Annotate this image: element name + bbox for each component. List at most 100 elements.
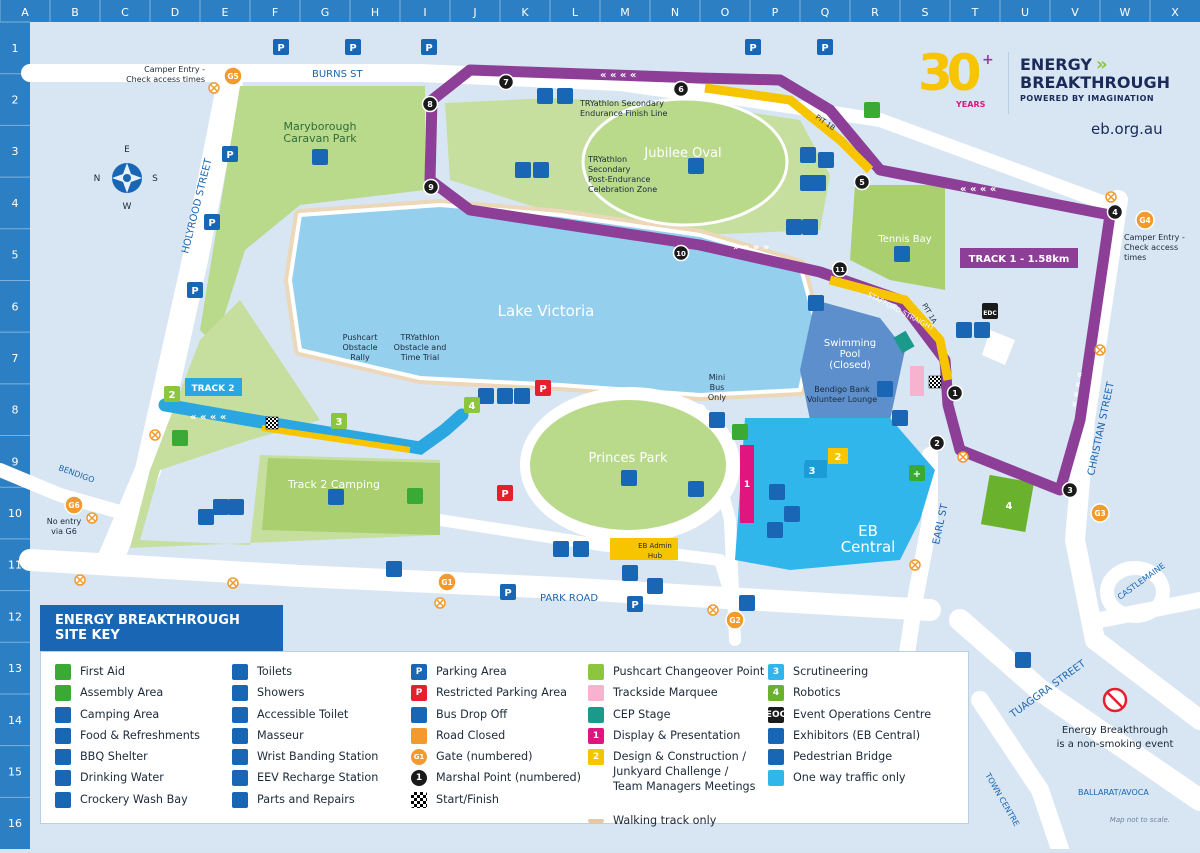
grid-column-a: A (21, 6, 29, 19)
recharge-icon (232, 770, 248, 787)
marshal-icon: 1 (411, 770, 427, 787)
amenity-icon (386, 561, 402, 577)
key-label: Drinking Water (80, 771, 164, 785)
road-closed-icon (227, 577, 239, 589)
gate-g5: G5 (223, 66, 243, 86)
amenity-icon (478, 388, 494, 404)
key-label: Pedestrian Bridge (793, 750, 893, 764)
checkered-flag-icon (928, 375, 942, 389)
marshal-point-2: 2 (928, 434, 946, 452)
grid-row-13: 13 (8, 662, 22, 675)
scrutineering-icon: 3 (768, 664, 784, 680)
assembly-icon (407, 488, 423, 504)
key-label: Road Closed (436, 728, 506, 742)
lake-label: Lake Victoria (498, 302, 595, 320)
stage-icon (588, 706, 604, 723)
marshal-point-9: 9 (422, 178, 440, 196)
amenity-icon (557, 88, 573, 104)
display-site-number: 1 (744, 480, 750, 490)
parking-icon: P (411, 664, 427, 680)
svg-text:« « « «: « « « « (960, 184, 996, 195)
compass-w: W (123, 202, 132, 212)
grid-column-u: U (1021, 6, 1029, 19)
trackside-marquee (910, 366, 924, 396)
edc-icon: EDC (982, 303, 998, 319)
grid-column-q: Q (821, 6, 830, 19)
grid-row-11: 11 (8, 559, 22, 572)
marquee-icon (588, 685, 604, 702)
amenity-icon (877, 381, 893, 397)
amenity-icon (688, 158, 704, 174)
track1-label: TRACK 1 - 1.58km (969, 254, 1070, 265)
grid-column-e: E (222, 6, 229, 19)
grid-row-4: 4 (12, 197, 19, 210)
brand-url[interactable]: eb.org.au (1091, 120, 1163, 138)
amenity-icon (767, 522, 783, 538)
grid-row-9: 9 (12, 455, 19, 468)
gate-icon: G1 (411, 749, 427, 766)
svg-text:5: 5 (859, 178, 865, 187)
key-label: EEV Recharge Station (257, 771, 379, 785)
marshal-point-3: 3 (1061, 481, 1079, 499)
eb-admin-hub (610, 538, 678, 560)
amenity-icon (739, 595, 755, 611)
grid-column-w: W (1120, 6, 1131, 19)
site-key-title-line2: SITE KEY (55, 628, 120, 643)
pushcart-changeover-icon: 2 (164, 386, 180, 402)
assembly-icon (55, 685, 71, 702)
key-item: Pushcart Changeover Point (588, 664, 764, 685)
svg-text:2: 2 (835, 452, 842, 463)
key-item: Toilets (232, 664, 378, 685)
svg-text:G5: G5 (227, 72, 238, 81)
princes-label: Princes Park (589, 451, 668, 466)
parking-icon: P (187, 282, 203, 298)
road-closed-icon (86, 512, 98, 524)
key-item: P Parking Area (411, 664, 581, 685)
amenity-icon (818, 152, 834, 168)
brand-tagline: POWERED BY IMAGINATION (1020, 94, 1155, 103)
grid-column-g: G (321, 6, 330, 19)
key-label: Parking Area (436, 665, 507, 678)
key-label: Wrist Banding Station (257, 750, 379, 764)
gate-g6: G6 (64, 495, 84, 515)
svg-text:« « « «: « « « « (600, 70, 636, 81)
road-closed-icon (1094, 344, 1106, 356)
robotics-site-marker: 4 (1001, 497, 1017, 513)
grid-column-d: D (171, 6, 179, 19)
svg-text:4: 4 (469, 401, 476, 412)
grid-column-r: R (871, 6, 879, 19)
amenity-icon (800, 147, 816, 163)
grid-row-2: 2 (12, 94, 19, 107)
marshal-point-10: 10 (672, 244, 690, 262)
burns-street-label: BURNS ST (312, 69, 363, 80)
bendigo-road (0, 463, 127, 519)
key-label: Display & Presentation (613, 728, 741, 742)
key-item: Road Closed (411, 727, 581, 749)
key-label: One way traffic only (793, 771, 906, 785)
track2-camping-label: Track 2 Camping (287, 478, 380, 491)
svg-text:7: 7 (503, 78, 509, 87)
road-closed-icon (74, 574, 86, 586)
grid-column-f: F (272, 6, 278, 19)
marshal-point-5: 5 (853, 173, 871, 191)
checkered-flag-icon (265, 416, 279, 430)
amenity-icon (621, 470, 637, 486)
track2-label: TRACK 2 (191, 384, 234, 394)
svg-text:3: 3 (336, 417, 343, 428)
grid-row-16: 16 (8, 817, 22, 830)
grid-row-7: 7 (12, 352, 19, 365)
restricted-parking-icon: P (497, 485, 513, 501)
eb-central-area (735, 418, 935, 570)
parking-icon: P (345, 39, 361, 55)
gate-g1: G1 (437, 572, 457, 592)
design-construction-marker: 2 (830, 448, 846, 464)
svg-text:G4: G4 (1139, 216, 1150, 225)
amenity-icon (956, 322, 972, 338)
